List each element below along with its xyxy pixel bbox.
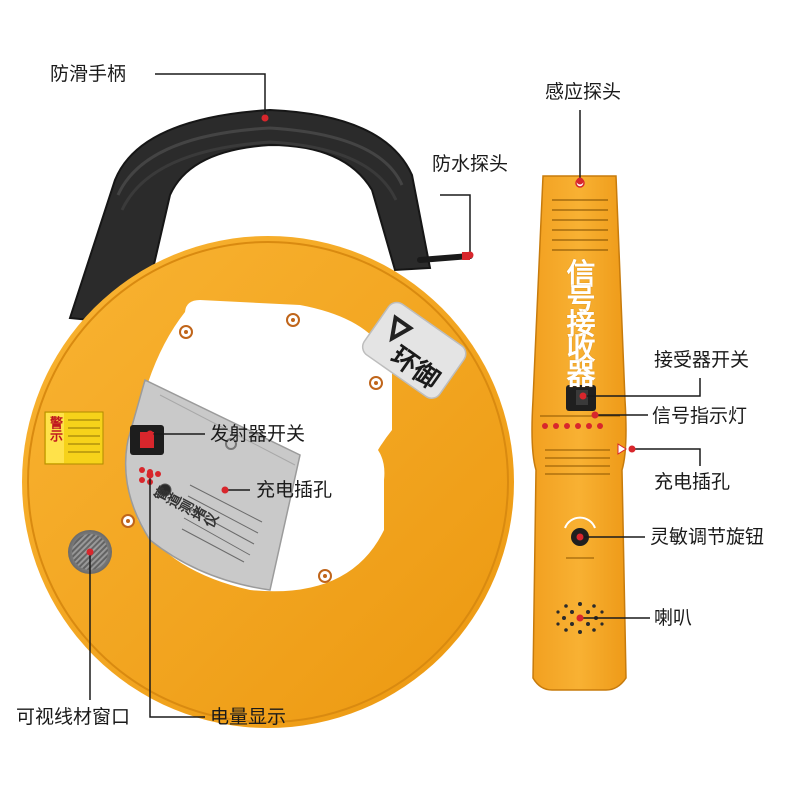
label-receiver-switch: 接受器开关 [654,349,750,371]
signal-receiver [531,175,627,691]
brand-badge [361,301,467,399]
speaker-grille [556,602,604,634]
warning-title: 警示 [47,416,62,442]
receiver-body [531,175,627,691]
label-receiver-charge-port: 充电插孔 [654,471,731,493]
label-cable-window: 可视线材窗口 [16,706,131,728]
label-sensitivity-knob: 灵敏调节旋钮 [650,526,765,548]
transmitter-charge-port [158,483,172,497]
label-speaker: 喇叭 [654,607,693,629]
receiver-title: 信 号 接 收 器 [563,257,599,391]
receiver-title-char: 号 [566,282,596,316]
callout-lines [89,73,701,718]
receiver-title-char: 器 [566,357,596,391]
receiver-title-char: 信 [566,257,596,291]
label-battery-display: 电量显示 [210,706,287,728]
label-sensor-probe: 感应探头 [545,81,622,103]
callout-dots [86,114,636,622]
label-handle: 防滑手柄 [50,63,127,85]
label-transmitter-charge-port: 充电插孔 [256,479,333,501]
label-waterproof-probe: 防水探头 [432,153,509,175]
receiver-title-char: 收 [566,332,596,366]
label-transmitter-switch: 发射器开关 [210,423,306,445]
receiver-title-char: 接 [566,307,596,341]
cable-reel [22,108,514,728]
brand-logo-icon [389,314,415,343]
receiver-charge-port-icon [617,443,627,455]
handle [68,108,432,327]
label-signal-light: 信号指示灯 [652,405,748,427]
